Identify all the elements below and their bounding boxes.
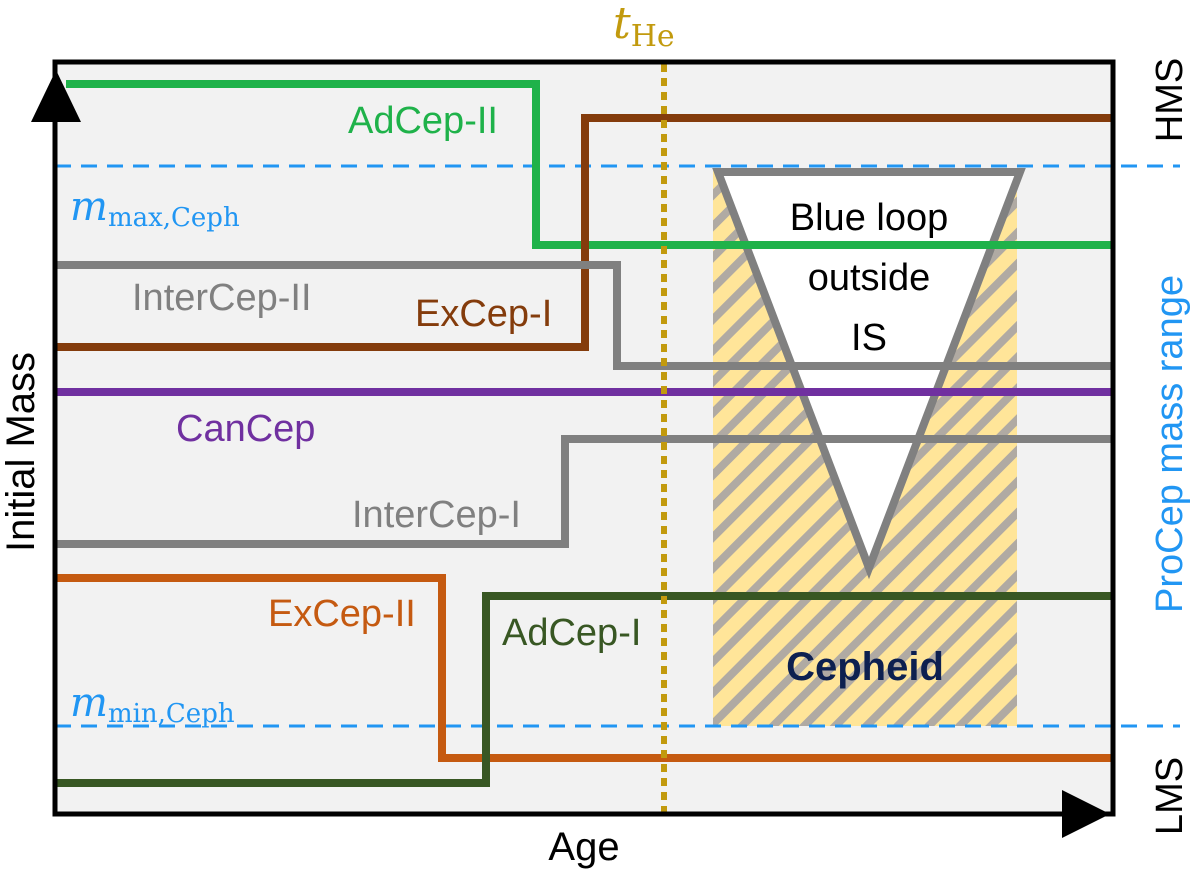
mmin-label: mmin,Ceph	[70, 680, 235, 729]
y-axis-label: Initial Mass	[0, 352, 43, 552]
label-excep-i: ExCep-I	[415, 293, 552, 335]
x-axis-label: Age	[548, 825, 619, 869]
the-base: t	[613, 0, 631, 49]
mmax-sub: max,Ceph	[108, 203, 240, 233]
blue-loop-line3: IS	[851, 317, 887, 359]
track-adcep-ii	[66, 80, 1113, 249]
lms-label: LMS	[1149, 757, 1191, 835]
label-adcep-ii: AdCep-II	[348, 100, 498, 142]
label-excep-ii: ExCep-II	[268, 593, 416, 635]
blue-loop-line2: outside	[808, 257, 931, 299]
mmin-sub: min,Ceph	[108, 699, 235, 729]
mmax-base: m	[70, 184, 108, 230]
x-axis-arrow	[1062, 790, 1110, 838]
the-sub: He	[631, 19, 675, 54]
mmin-base: m	[70, 680, 108, 726]
label-intercep-i: InterCep-I	[352, 494, 521, 536]
track-intercep-ii	[57, 261, 1113, 370]
track-excep-ii	[57, 574, 1113, 762]
cepheid-label: Cepheid	[786, 645, 944, 689]
mmax-label: mmax,Ceph	[70, 184, 240, 233]
label-cancep: CanCep	[176, 408, 315, 450]
hms-label: HMS	[1149, 58, 1191, 142]
label-adcep-i: AdCep-I	[502, 612, 641, 654]
the-label: tHe	[613, 0, 675, 54]
label-intercep-ii: InterCep-II	[132, 277, 312, 319]
y-axis-arrow	[31, 70, 81, 122]
track-intercep-i	[57, 435, 1113, 548]
procep-range-label: ProCep mass range	[1149, 275, 1191, 613]
plot-frame	[52, 59, 1116, 817]
track-excep-i	[57, 114, 1113, 351]
blue-loop-line1: Blue loop	[790, 197, 948, 239]
track-adcep-i	[57, 592, 1113, 787]
